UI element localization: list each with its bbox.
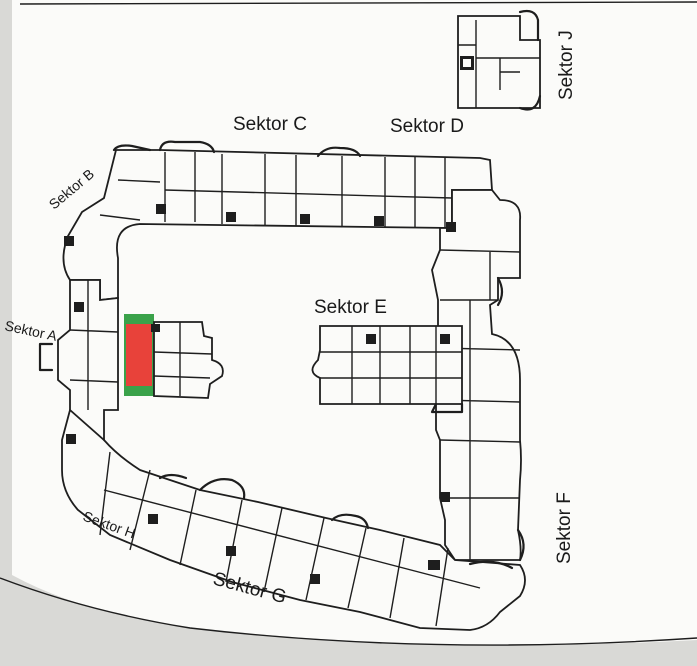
highlighted-unit (124, 314, 154, 396)
label-sektor-c: Sektor C (233, 114, 307, 135)
top-edge (19, 1, 697, 5)
label-sektor-f: Sektor F (554, 492, 575, 564)
label-sektor-e: Sektor E (314, 297, 387, 318)
label-sektor-d: Sektor D (390, 116, 464, 137)
page-curve-edge (0, 577, 697, 646)
building-ring (38, 140, 526, 631)
label-sektor-j: Sektor J (556, 30, 577, 100)
building-sector-j (457, 9, 542, 111)
highlight-fill (126, 324, 152, 386)
